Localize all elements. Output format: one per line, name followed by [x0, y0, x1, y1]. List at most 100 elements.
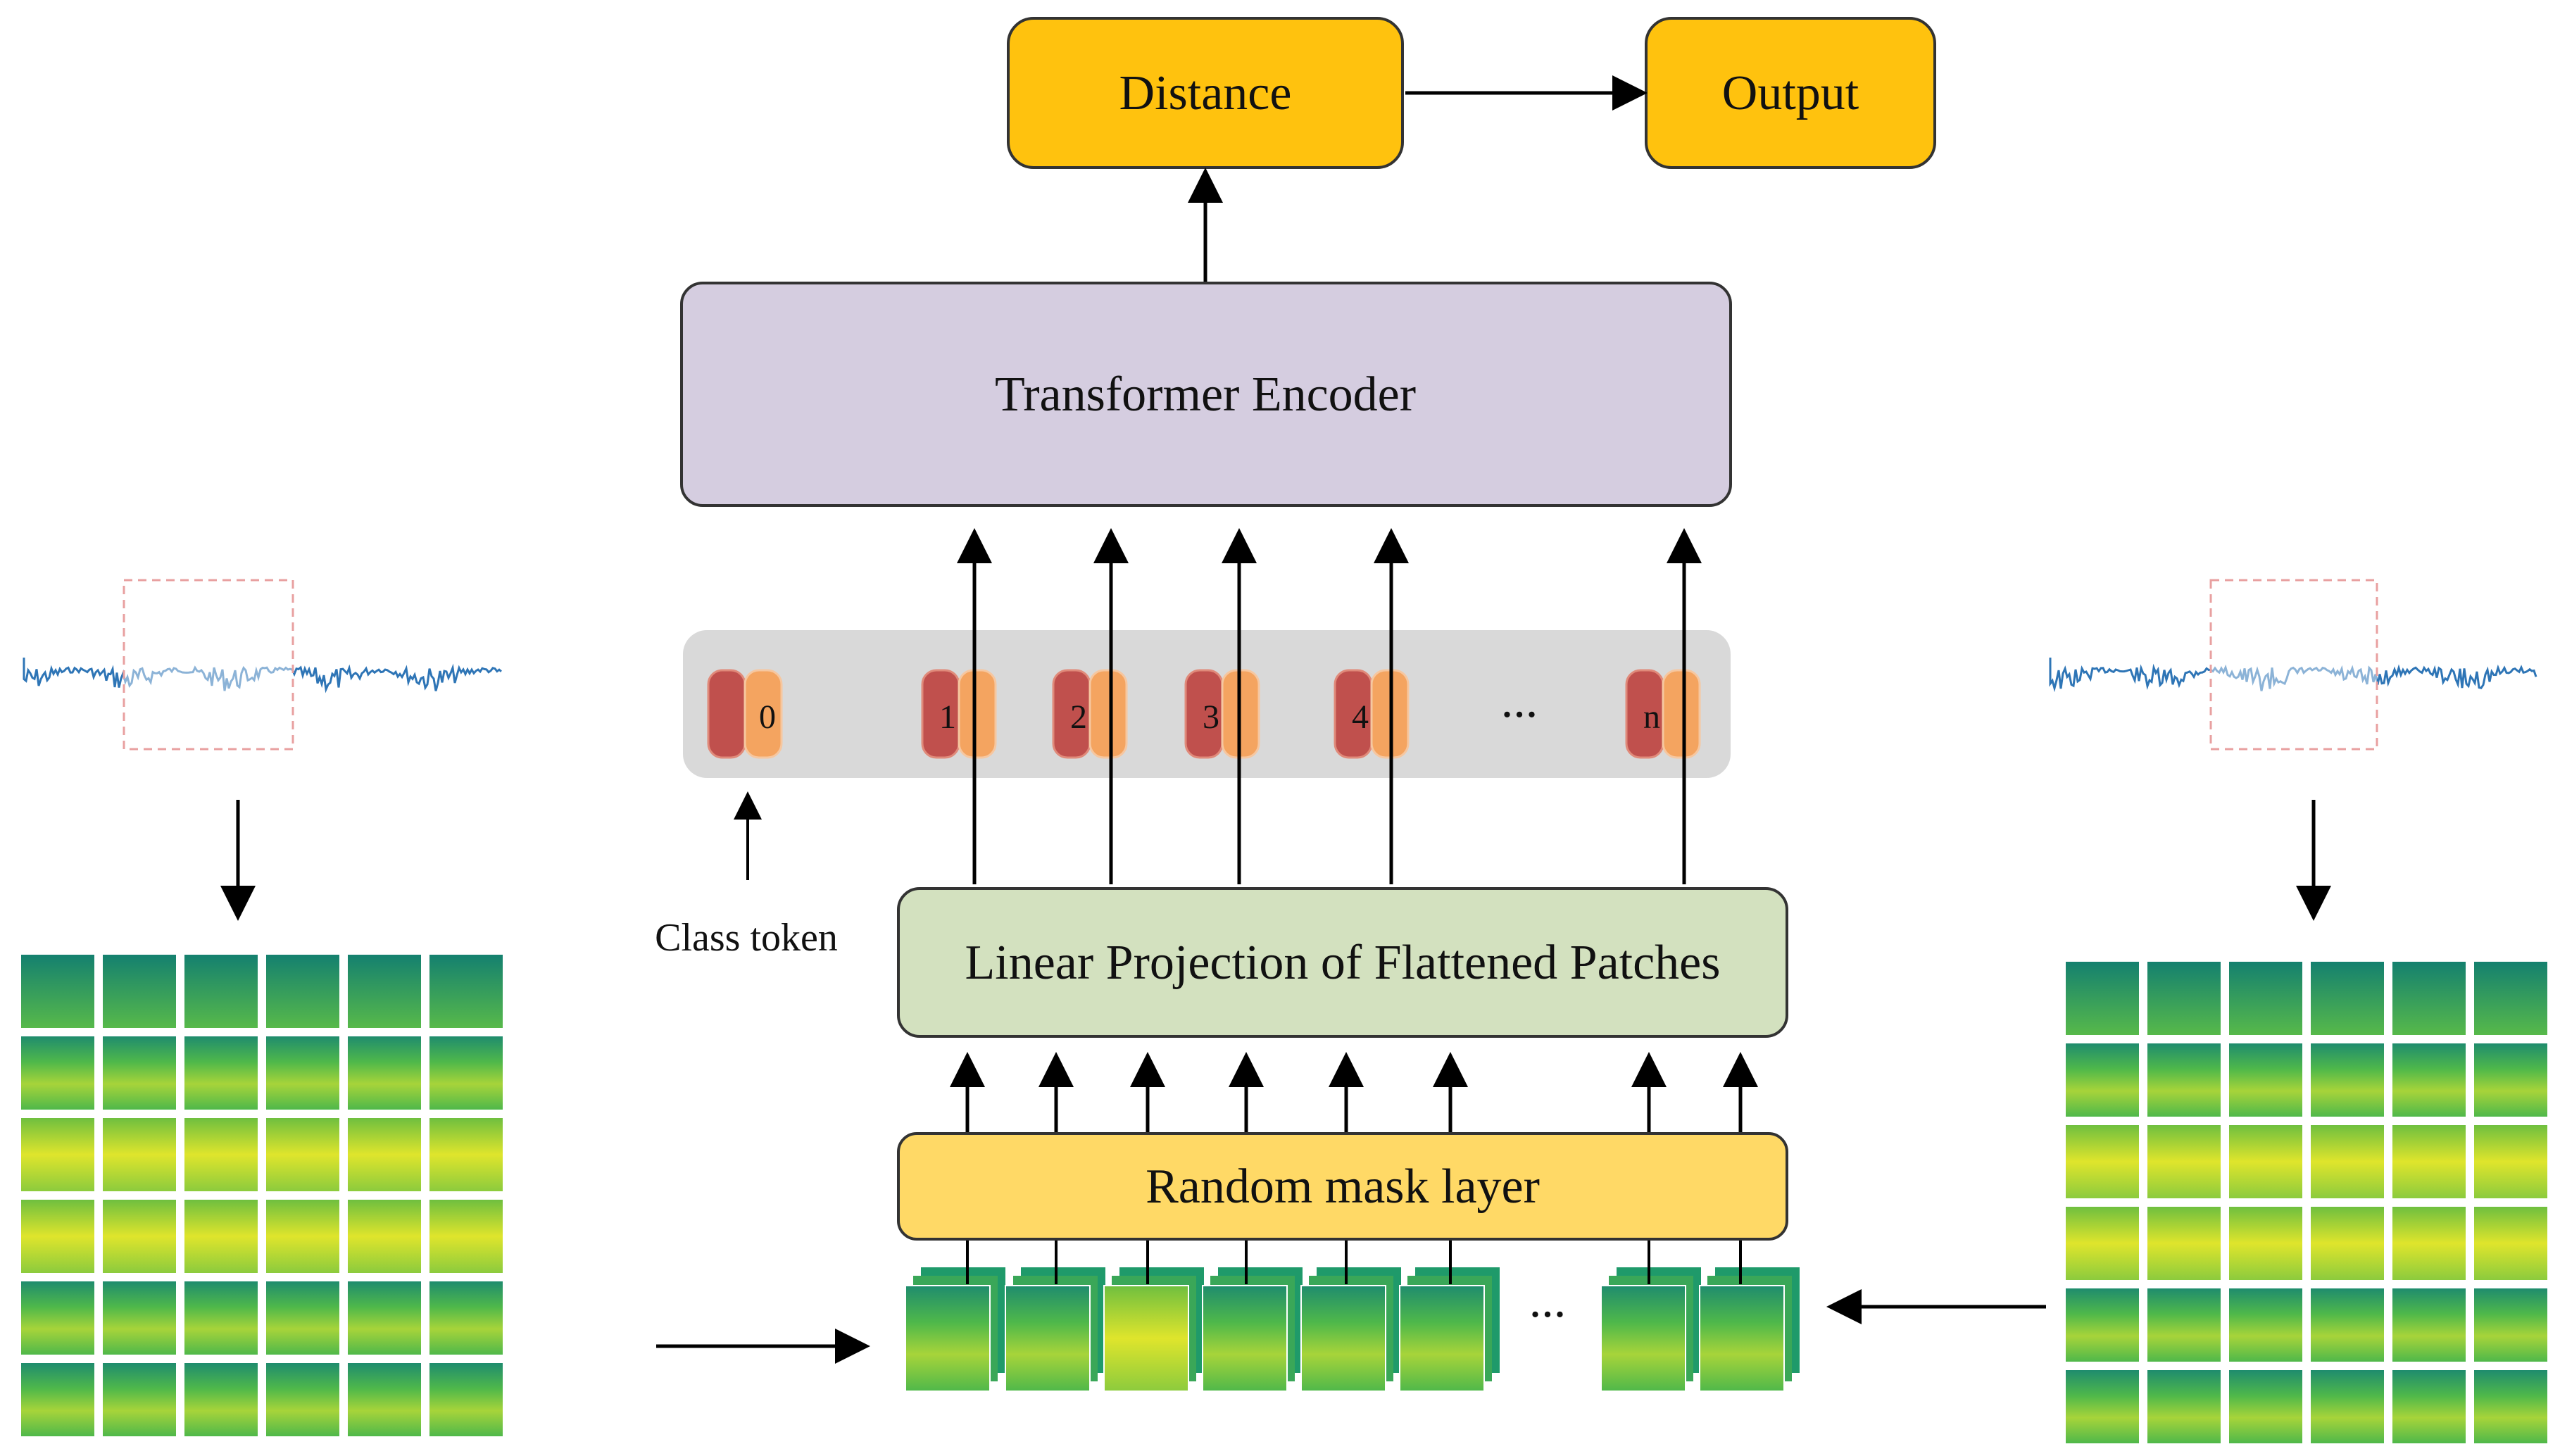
spectrogram-patch: [103, 1036, 176, 1110]
spectrogram-patch: [21, 1036, 94, 1110]
spectrogram-patch: [21, 1118, 94, 1191]
token-n: n: [1625, 669, 1701, 759]
linear-projection-label: Linear Projection of Flattened Patches: [965, 936, 1720, 990]
flattened-patch: [1103, 1267, 1204, 1392]
random-mask-block: Random mask layer: [897, 1132, 1788, 1241]
spectrogram-patch: [21, 1281, 94, 1355]
spectrogram-patch: [2147, 1370, 2221, 1443]
token-orange-half: [958, 669, 997, 759]
spectrogram-patch: [2066, 1370, 2139, 1443]
left-spectrogram-grid: [21, 955, 503, 1436]
spectrogram-patch: [2311, 1125, 2384, 1198]
patch-front: [1600, 1285, 1686, 1392]
mask-to-linear-arrows: [950, 1052, 1758, 1132]
token-4: 4: [1334, 669, 1410, 759]
spectrogram-patch: [184, 1281, 258, 1355]
spectrogram-patch: [429, 955, 503, 1028]
token-0: 0: [707, 669, 783, 759]
spectrogram-patch: [103, 1281, 176, 1355]
spectrogram-patch: [2311, 1043, 2384, 1117]
token-to-encoder-arrows: [957, 528, 1702, 884]
token-orange-half: [743, 669, 783, 759]
spectrogram-patch: [21, 1200, 94, 1273]
spectrogram-patch: [2392, 1207, 2466, 1280]
spectrogram-patch: [2474, 1207, 2547, 1280]
spectrogram-patch: [429, 1036, 503, 1110]
spectrogram-patch: [2229, 962, 2302, 1035]
spectrogram-patch: [2066, 1125, 2139, 1198]
spectrogram-patch: [21, 1363, 94, 1436]
spectrogram-patch: [2392, 1043, 2466, 1117]
flattened-patch: [1600, 1267, 1701, 1392]
spectrogram-patch: [2229, 1207, 2302, 1280]
spectrogram-patch: [348, 1363, 421, 1436]
spectrogram-patch: [429, 1200, 503, 1273]
audio-waveform-icon: [23, 658, 502, 694]
spectrogram-patch: [266, 1281, 339, 1355]
spectrogram-patch: [2311, 1370, 2384, 1443]
flattened-patch: [905, 1267, 1005, 1392]
token-red-half: [707, 669, 746, 759]
patch-ellipsis: ...: [1529, 1274, 1567, 1328]
spectrogram-patch: [103, 1200, 176, 1273]
spectrogram-patch: [2474, 962, 2547, 1035]
spectrogram-patch: [429, 1118, 503, 1191]
spectrogram-patch: [184, 1200, 258, 1273]
spectrogram-patch: [103, 1363, 176, 1436]
right-spectrogram-grid: [2066, 962, 2547, 1443]
spectrogram-patch: [429, 1363, 503, 1436]
spectrogram-patch: [2147, 1288, 2221, 1362]
flattened-patch: [1300, 1267, 1401, 1392]
left-waveform: [23, 579, 502, 751]
distance-label: Distance: [1119, 66, 1292, 120]
patch-front: [1103, 1285, 1189, 1392]
spectrogram-patch: [2392, 1288, 2466, 1362]
patch-front: [1399, 1285, 1485, 1392]
spectrogram-patch: [103, 955, 176, 1028]
spectrogram-patch: [2474, 1370, 2547, 1443]
transformer-encoder-block: Transformer Encoder: [680, 282, 1732, 507]
right-selection-box: [2209, 579, 2378, 751]
spectrogram-patch: [2066, 1288, 2139, 1362]
token-2: 2: [1052, 669, 1128, 759]
spectrogram-patch: [348, 1036, 421, 1110]
token-label: 3: [1203, 698, 1219, 736]
spectrogram-patch: [348, 1118, 421, 1191]
spectrogram-patch: [266, 1200, 339, 1273]
audio-waveform-icon: [2049, 658, 2537, 693]
spectrogram-patch: [266, 1363, 339, 1436]
spectrogram-patch: [2392, 1125, 2466, 1198]
spectrogram-patch: [2311, 1288, 2384, 1362]
spectrogram-patch: [2229, 1043, 2302, 1117]
patch-front: [1699, 1285, 1785, 1392]
patch-to-mask-lines: [966, 1241, 1742, 1284]
transformer-encoder-label: Transformer Encoder: [995, 368, 1416, 422]
token-orange-half: [1662, 669, 1701, 759]
spectrogram-patch: [266, 1118, 339, 1191]
patch-front: [1300, 1285, 1386, 1392]
flattened-patch: [1699, 1267, 1800, 1392]
token-label: n: [1643, 698, 1660, 736]
spectrogram-patch: [2229, 1370, 2302, 1443]
right-waveform: [2049, 579, 2537, 751]
spectrogram-patch: [184, 1363, 258, 1436]
spectrogram-patch: [2229, 1125, 2302, 1198]
spectrogram-patch: [2474, 1288, 2547, 1362]
token-3: 3: [1184, 669, 1260, 759]
spectrogram-patch: [348, 955, 421, 1028]
flattened-patch: [1005, 1267, 1105, 1392]
spectrogram-patch: [2147, 1207, 2221, 1280]
patch-front: [905, 1285, 991, 1392]
spectrogram-patch: [2066, 962, 2139, 1035]
spectrogram-patch: [2311, 962, 2384, 1035]
token-ellipsis: ...: [1501, 674, 1538, 728]
spectrogram-patch: [2066, 1043, 2139, 1117]
flattened-patch: [1202, 1267, 1303, 1392]
spectrogram-patch: [348, 1200, 421, 1273]
output-block: Output: [1645, 17, 1936, 169]
token-label: 4: [1352, 698, 1369, 736]
spectrogram-patch: [429, 1281, 503, 1355]
token-1: 1: [921, 669, 997, 759]
